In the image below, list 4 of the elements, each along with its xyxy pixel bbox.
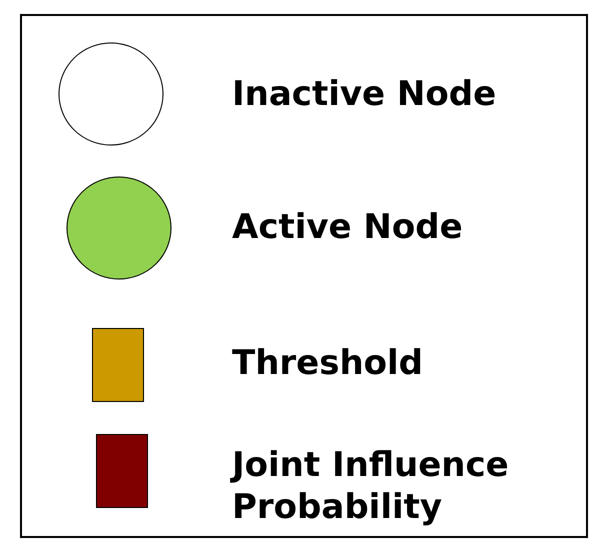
legend-label: Threshold bbox=[232, 342, 424, 384]
legend-label: Inactive Node bbox=[232, 73, 498, 115]
legend-label: Joint Influence Probability bbox=[232, 444, 510, 528]
legend-label: Active Node bbox=[232, 206, 464, 248]
